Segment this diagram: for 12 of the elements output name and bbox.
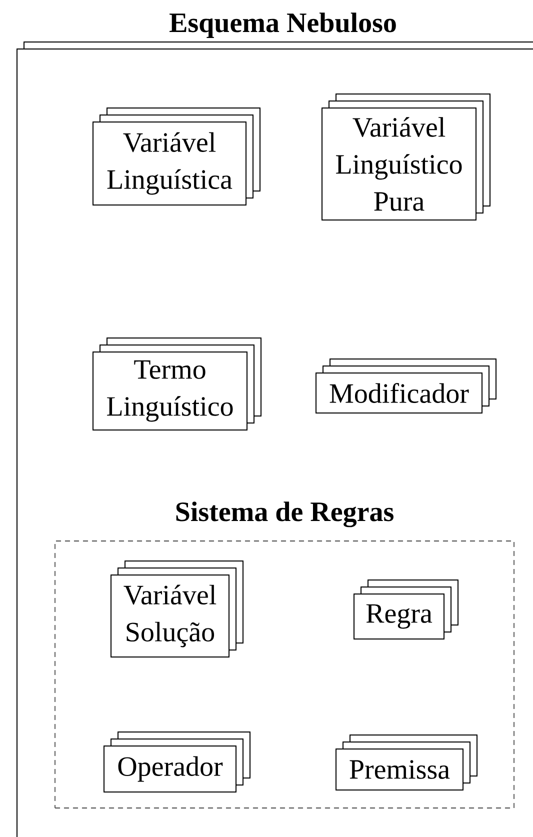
stacked-box: Regra — [354, 580, 458, 640]
stacked-box: Modificador — [316, 358, 496, 414]
frame-heading: Esquema Nebuloso — [170, 12, 396, 38]
stacked-box: Operador — [104, 732, 250, 792]
frame — [16, 42, 533, 837]
group-heading: Sistema de Regras — [176, 502, 394, 528]
stacked-box: Variável Linguística — [92, 108, 260, 206]
stacked-box: Termo Linguístico — [92, 338, 262, 430]
stacked-box: Premissa — [336, 734, 478, 790]
stacked-box: Variável Solução — [110, 560, 244, 658]
dashed-group — [54, 540, 514, 808]
stacked-box: Variável Linguístico Pura — [322, 94, 490, 220]
